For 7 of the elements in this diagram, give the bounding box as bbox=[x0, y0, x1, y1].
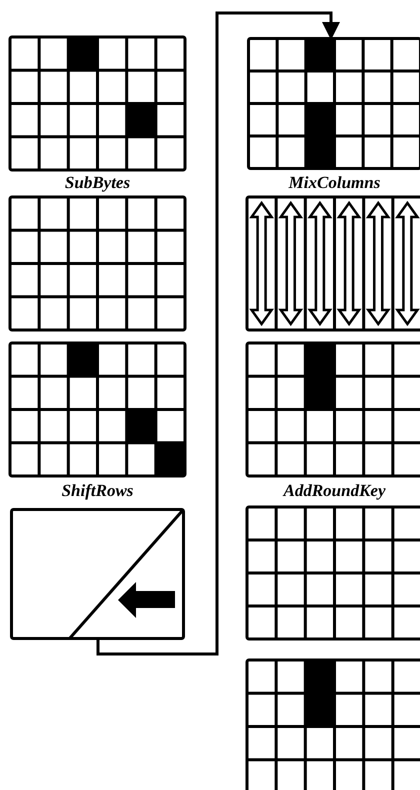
step-label: AddRoundKey bbox=[282, 482, 387, 500]
step-label: SubBytes bbox=[64, 174, 132, 192]
shift-panel-drawing bbox=[10, 508, 185, 640]
state-grid bbox=[247, 37, 420, 170]
step-label: MixColumns bbox=[288, 174, 382, 192]
step-label: ShiftRows bbox=[60, 482, 134, 500]
connector-arrow bbox=[96, 12, 340, 656]
